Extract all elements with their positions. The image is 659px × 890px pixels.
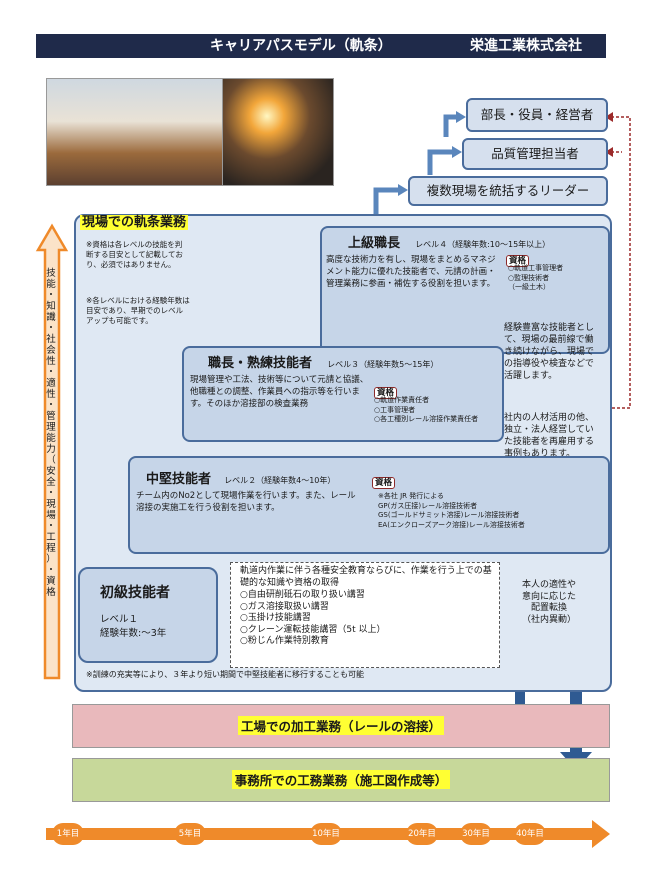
qual-item: ○監理技術者 xyxy=(508,273,550,282)
qual-item: EA(エンクローズアーク溶接)レール溶接技術者 xyxy=(378,520,525,529)
role-multi-site-leader: 複数現場を統括するリーダー xyxy=(408,176,608,206)
level1-box xyxy=(78,567,218,663)
vertical-label-char: 資 xyxy=(46,576,56,587)
level2-description: チーム内のNo2として現場作業を行います。また、レール溶接の実施工を行う役割を担… xyxy=(136,491,356,513)
vertical-label-char: 知 xyxy=(46,301,56,312)
rail-welding-photo xyxy=(222,78,334,186)
training-box xyxy=(230,562,500,668)
vertical-label-char: 場 xyxy=(46,510,56,521)
vertical-label-char: 現 xyxy=(46,499,56,510)
level3-quals: ○軌道作業責任者 ○工事管理者 ○各工種別レール溶接作業責任者 xyxy=(374,396,498,425)
level1-title: 初級技能者 xyxy=(100,585,170,601)
qualification-note: ※資格は各レベルの技能を判断する目安として記載しており、必須ではありません。 xyxy=(86,240,183,269)
timeline-year-40: 40年目 xyxy=(514,823,546,845)
qual-item: ○各工種別レール溶接作業責任者 xyxy=(374,415,479,423)
rail-storage-photo xyxy=(46,78,223,186)
company-name: 栄進工業株式会社 xyxy=(470,38,582,54)
training-item: ○玉掛け技能講習 xyxy=(240,613,311,623)
qual-item: ○軌道作業責任者 xyxy=(374,396,430,404)
qual-item: ○工事管理者 xyxy=(374,405,416,414)
vertical-label-char: 社 xyxy=(46,334,56,345)
qual-item: （一級土木） xyxy=(508,283,550,291)
vertical-label-char: 理 xyxy=(46,422,56,433)
vertical-label-char: ・ xyxy=(46,290,56,301)
level2-title: 中堅技能者 xyxy=(146,472,212,487)
transfer-note: 本人の適性や 意向に応じた 配置転換 （社内異動） xyxy=(521,580,576,625)
rehire-note: 社内の人材活用の他、独立・法人経営していた技能者を再雇用する事例もあります。 xyxy=(504,413,595,459)
vertical-label-char: 識 xyxy=(46,312,56,323)
vertical-label-char: 技 xyxy=(46,268,56,279)
vertical-label-char: ・ xyxy=(46,400,56,411)
level4-quals: ○軌道工事管理者 ○監理技術者 （一級土木） xyxy=(508,264,578,293)
level2-box xyxy=(128,456,610,554)
qual-item: GP(ガス圧接)レール溶接技術者 xyxy=(378,501,478,510)
level3-description: 現場管理や工法、技術等について元請と協議、他職種との調整、作業員への指示等を行い… xyxy=(190,375,369,409)
qual-item: GS(ゴールドサミット溶接)レール溶接技術者 xyxy=(378,511,520,519)
level3-box xyxy=(182,346,504,442)
experience-note: ※各レベルにおける経験年数は目安であり、早期でのレベルアップも可能です。 xyxy=(86,296,190,325)
timeline-year-20: 20年目 xyxy=(406,823,438,845)
vertical-label-char: 能 xyxy=(46,433,56,444)
short-track-footnote: ※訓練の充実等により、３年より短い期間で中堅技能者に移行することも可能 xyxy=(86,670,365,679)
level3-qual-label: 資格 xyxy=(374,387,398,399)
level4-qual-label: 資格 xyxy=(506,255,530,267)
vertical-label-char: 格 xyxy=(46,587,56,598)
office-work-band: 事務所での工務業務（施工図作成等） xyxy=(72,758,610,802)
qual-item: ○軌道工事管理者 xyxy=(508,264,564,272)
vertical-label-char: ・ xyxy=(46,488,56,499)
timeline-year-5: 5年目 xyxy=(174,823,206,845)
vertical-label-char: 工 xyxy=(46,532,56,543)
training-intro: 軌道内作業に伴う各種安全教育ならびに、作業を行う上での基礎的な知識や資格の取得 xyxy=(240,566,492,588)
level1-years: 経験年数:～3年 xyxy=(100,628,167,639)
vertical-label-char: 適 xyxy=(46,378,56,389)
level2-qual-label: 資格 xyxy=(372,477,396,489)
timeline-year-10: 10年目 xyxy=(310,823,342,845)
vertical-label-char: ） xyxy=(46,554,56,565)
training-item: ○自由研削砥石の取り扱い講習 xyxy=(240,590,365,600)
vertical-label-char: 性 xyxy=(46,389,56,400)
level3-title: 職長・熟練技能者 xyxy=(208,356,313,371)
training-item: ○ガス溶接取扱い講習 xyxy=(240,601,329,612)
training-item: ○クレーン運転技能講習（5t 以上） xyxy=(240,624,386,635)
vertical-label-char: 管 xyxy=(46,411,56,422)
skills-vertical-label: 技能・知識・社会性・適性・管理能力（安全・現場・工程）・資格 xyxy=(42,268,60,598)
rehire-dashed-line xyxy=(606,116,631,409)
vertical-label-char: 全 xyxy=(46,477,56,488)
vertical-label-char: 安 xyxy=(46,466,56,477)
qual-item: ※各社 JR 発行による xyxy=(378,492,445,500)
level2-quals: ※各社 JR 発行による GP(ガス圧接)レール溶接技術者 GS(ゴールドサミッ… xyxy=(378,492,602,530)
timeline-year-30: 30年目 xyxy=(460,823,492,845)
vertical-label-char: 会 xyxy=(46,345,56,356)
step-connector-qa-top xyxy=(443,114,458,137)
title-bar: キャリアパスモデル（軌条） 栄進工業株式会社 xyxy=(36,34,606,58)
role-quality-manager: 品質管理担当者 xyxy=(462,138,608,170)
step-connector-leader-qa xyxy=(427,149,452,175)
factory-work-label: 工場での加工業務（レールの溶接） xyxy=(237,716,444,735)
office-work-label: 事務所での工務業務（施工図作成等） xyxy=(231,770,451,789)
training-list: ○自由研削砥石の取り扱い講習 ○ガス溶接取扱い講習 ○玉掛け技能講習 ○クレーン… xyxy=(240,590,386,648)
level4-subtitle: レベル４（経験年数:10～15年以上） xyxy=(415,240,551,249)
experienced-note: 経験豊富な技能者として、現場の最前線で働き続けながら、現場での指導役や検査などで… xyxy=(504,323,595,381)
training-item: ○粉じん作業特別教育 xyxy=(240,636,329,646)
level4-description: 高度な技術力を有し、現場をまとめるマネジメント能力に優れた技能者で、元請の計画・… xyxy=(326,255,496,289)
level1-level: レベル１ xyxy=(100,614,139,625)
vertical-label-char: 性 xyxy=(46,356,56,367)
level4-title: 上級職長 xyxy=(348,236,401,251)
vertical-label-char: 力 xyxy=(46,444,56,455)
vertical-label-char: ・ xyxy=(46,565,56,576)
timeline-year-1: 1年目 xyxy=(52,823,84,845)
vertical-label-char: ・ xyxy=(46,367,56,378)
level3-subtitle: レベル３（経験年数5～15年） xyxy=(327,360,439,369)
vertical-label-char: ・ xyxy=(46,521,56,532)
factory-work-band: 工場での加工業務（レールの溶接） xyxy=(72,704,610,748)
page-title: キャリアパスモデル（軌条） xyxy=(210,38,392,54)
field-section-title: 現場での軌条業務 xyxy=(80,215,189,230)
role-top-management: 部長・役員・経営者 xyxy=(466,98,608,132)
vertical-label-char: （ xyxy=(46,455,56,466)
vertical-label-char: 程 xyxy=(46,543,56,554)
vertical-label-char: 能 xyxy=(46,279,56,290)
vertical-label-char: ・ xyxy=(46,323,56,334)
level2-subtitle: レベル２（経験年数4～10年） xyxy=(224,476,336,485)
vertical-up-arrow xyxy=(35,223,69,680)
